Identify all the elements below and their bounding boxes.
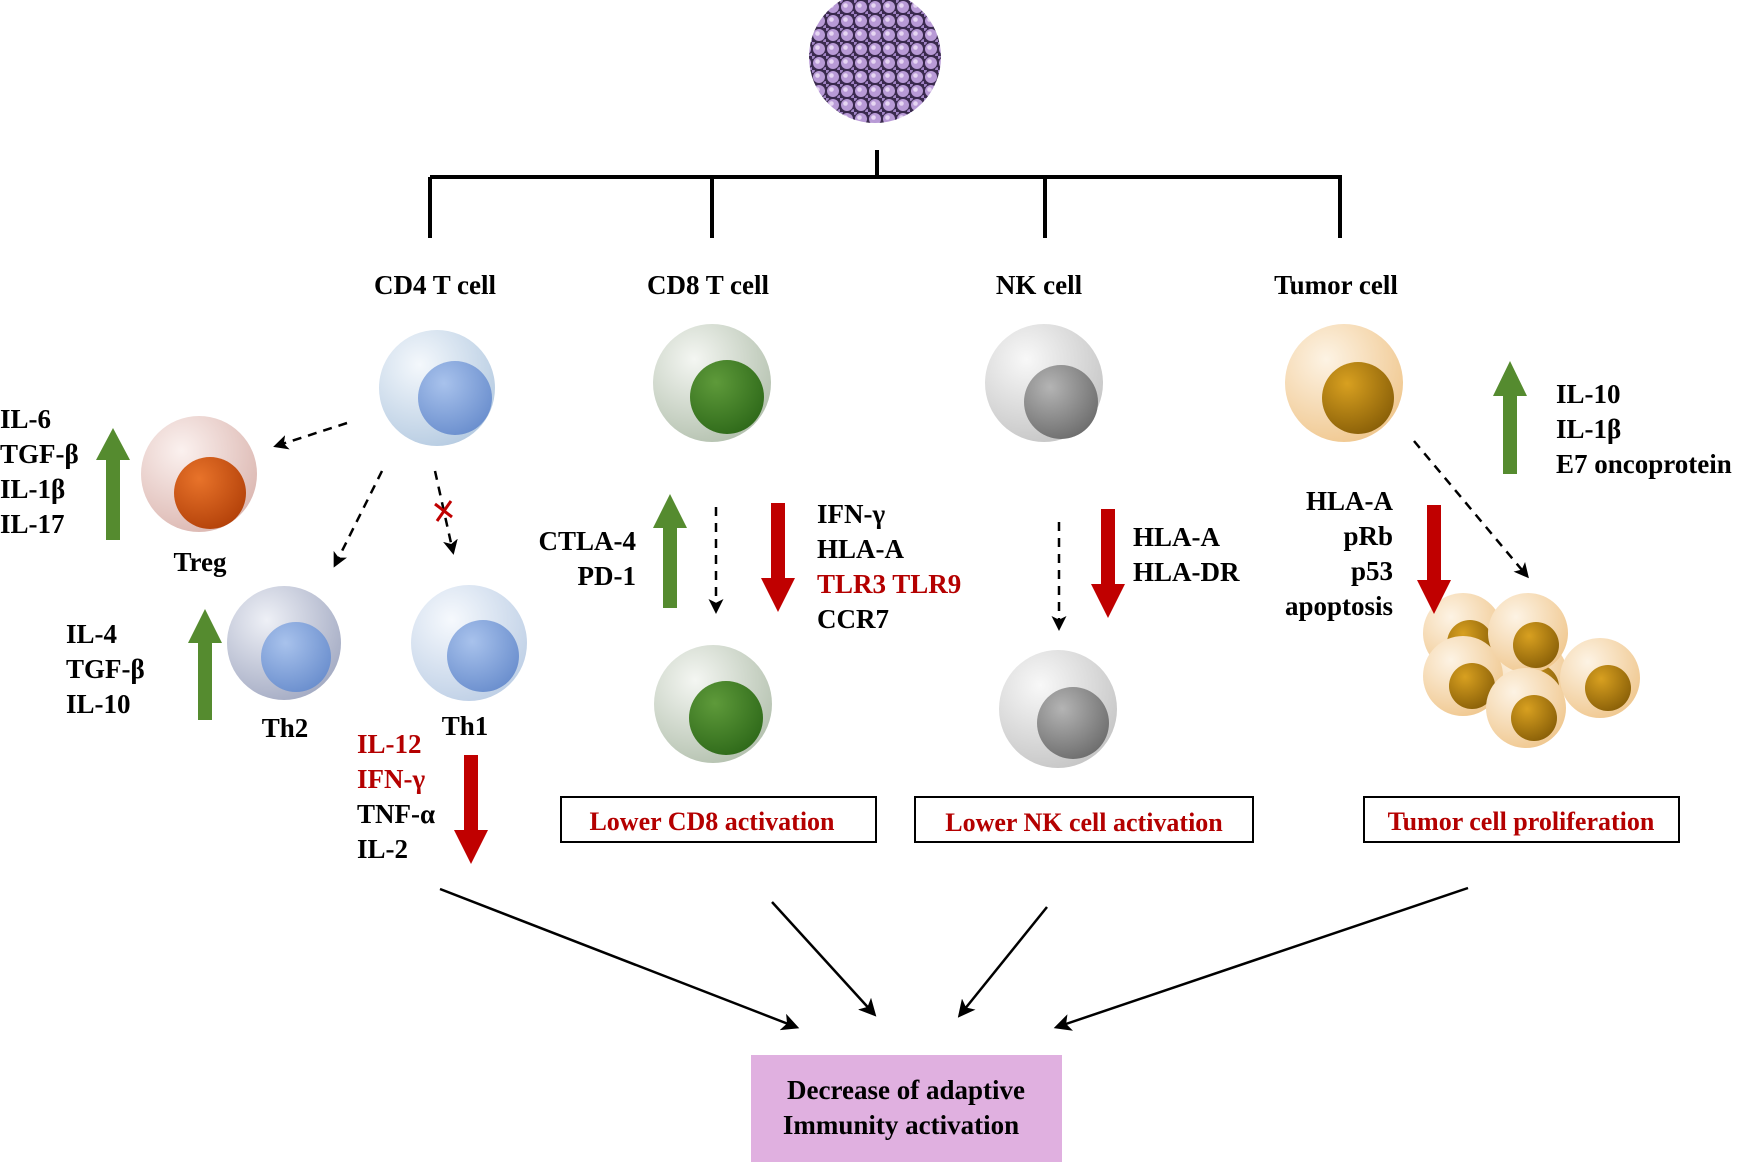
marker: TGF-β	[66, 654, 145, 684]
marker: HLA-A	[1306, 486, 1394, 516]
virus-particle	[809, 0, 941, 123]
tumor-up-markers: IL-10 IL-1β E7 oncoprotein	[1556, 379, 1732, 479]
nk-title: NK cell	[996, 270, 1083, 300]
marker: IL-10	[1556, 379, 1621, 409]
up-arrow-tumor	[1493, 361, 1527, 474]
marker: IL-1β	[0, 474, 65, 504]
th1-label: Th1	[442, 711, 489, 741]
outcome-tumor-text: Tumor cell proliferation	[1388, 807, 1655, 836]
marker: p53	[1351, 556, 1393, 586]
cd4-cell	[379, 330, 495, 446]
final-line-1: Decrease of adaptive	[787, 1075, 1025, 1105]
outcome-nk-box: Lower NK cell activation	[914, 796, 1254, 843]
cd8-title: CD8 T cell	[647, 270, 769, 300]
down-arrow-cd8	[761, 503, 795, 612]
marker: IL-10	[66, 689, 131, 719]
marker: TNF-α	[357, 799, 435, 829]
converge-arrow-3	[957, 906, 1048, 1018]
cd8-cell-lower	[654, 645, 772, 763]
treg-label: Treg	[174, 547, 227, 577]
th1-markers: IL-12 IFN-γ TNF-α IL-2	[357, 729, 435, 864]
treg-cell	[141, 416, 257, 532]
outcome-tumor-box: Tumor cell proliferation	[1363, 796, 1680, 843]
marker: E7 oncoprotein	[1556, 449, 1732, 479]
marker: HLA-A	[817, 534, 905, 564]
converge-arrow-2	[771, 901, 877, 1017]
th1-cell	[411, 585, 527, 701]
down-arrow-th1	[454, 755, 488, 864]
marker: TLR3 TLR9	[817, 569, 961, 599]
marker: IL-1β	[1556, 414, 1621, 444]
marker: IFN-γ	[357, 764, 425, 794]
th2-markers: IL-4 TGF-β IL-10	[66, 619, 145, 719]
th2-cell	[227, 586, 341, 700]
marker: PD-1	[578, 561, 636, 591]
dash-arrow-cd4-to-th1	[433, 470, 458, 555]
nk-cell-lower	[999, 650, 1117, 768]
branch-tree	[428, 150, 1342, 238]
dash-arrow-cd4-to-th2	[333, 470, 384, 568]
outcome-cd8-text: Lower CD8 activation	[589, 807, 835, 836]
up-arrow-th2	[188, 609, 222, 720]
marker: IL-2	[357, 834, 408, 864]
cd8-down-markers: IFN-γ HLA-A TLR3 TLR9 CCR7	[817, 499, 961, 634]
dash-arrow-cd4-to-treg	[273, 421, 348, 450]
marker: TGF-β	[0, 439, 79, 469]
dash-arrow-tumor	[1413, 440, 1529, 579]
final-outcome-box: Decrease of adaptive Immunity activation	[751, 1055, 1062, 1162]
down-arrow-nk	[1091, 509, 1125, 618]
final-line-2: Immunity activation	[783, 1110, 1019, 1140]
marker: IL-12	[357, 729, 422, 759]
th2-label: Th2	[262, 713, 309, 743]
cd8-up-markers: CTLA-4 PD-1	[538, 526, 636, 591]
tumor-cluster	[1423, 593, 1640, 748]
cd8-cell	[653, 324, 771, 442]
marker: apoptosis	[1285, 591, 1393, 621]
converge-arrow-1	[439, 887, 800, 1031]
treg-markers: IL-6 TGF-β IL-1β IL-17	[0, 404, 79, 539]
marker: CTLA-4	[538, 526, 636, 556]
marker: CCR7	[817, 604, 889, 634]
marker: pRb	[1343, 521, 1393, 551]
nk-markers: HLA-A HLA-DR	[1133, 522, 1240, 587]
tumor-down-markers: HLA-A pRb p53 apoptosis	[1285, 486, 1394, 621]
outcome-cd8-box: Lower CD8 activation	[560, 796, 877, 843]
cd4-title: CD4 T cell	[374, 270, 496, 300]
up-arrow-treg	[96, 428, 130, 540]
up-arrow-cd8	[653, 494, 687, 608]
marker: HLA-DR	[1133, 557, 1240, 587]
down-arrow-tumor	[1417, 505, 1451, 614]
tumor-cell	[1285, 324, 1403, 442]
blocked-mark-icon	[434, 500, 453, 522]
marker: IFN-γ	[817, 499, 885, 529]
marker: HLA-A	[1133, 522, 1221, 552]
converge-arrow-4	[1053, 886, 1469, 1031]
outcome-nk-text: Lower NK cell activation	[945, 808, 1223, 837]
marker: IL-4	[66, 619, 117, 649]
marker: IL-6	[0, 404, 51, 434]
nk-cell	[985, 324, 1103, 442]
tumor-title: Tumor cell	[1274, 270, 1398, 300]
marker: IL-17	[0, 509, 65, 539]
